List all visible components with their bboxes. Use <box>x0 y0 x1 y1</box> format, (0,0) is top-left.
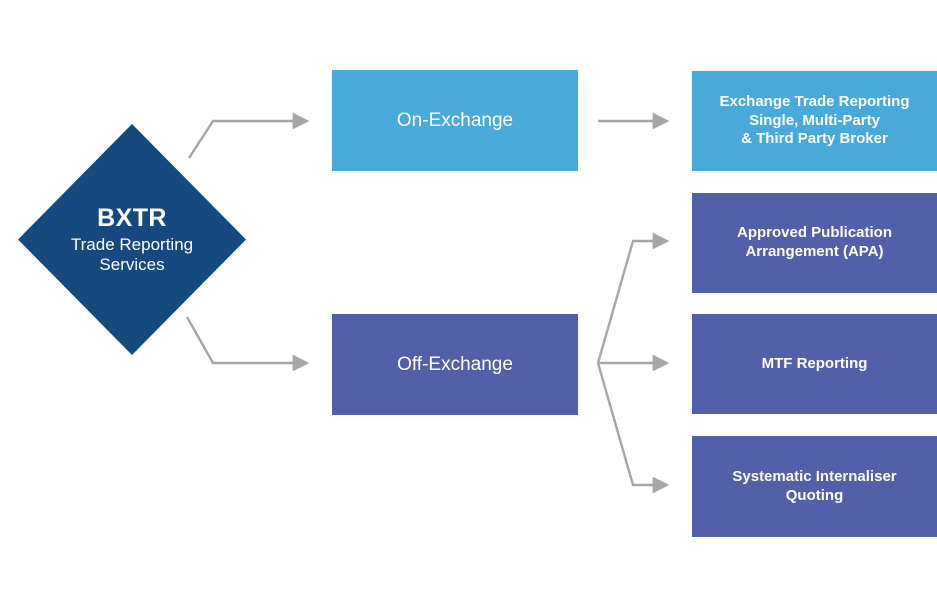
node-apa-label: Approved Publication Arrangement (APA) <box>736 224 892 260</box>
node-on-exchange[interactable]: On-Exchange <box>332 70 578 171</box>
root-title: BXTR <box>97 204 167 233</box>
node-on-exchange-label: On-Exchange <box>396 109 514 131</box>
root-subtitle-line2: Services <box>99 254 165 274</box>
node-off-exchange-label: Off-Exchange <box>397 353 513 375</box>
node-mtf[interactable]: MTF Reporting <box>692 314 937 414</box>
node-off-exchange[interactable]: Off-Exchange <box>332 314 578 415</box>
node-si[interactable]: Systematic Internaliser Quoting <box>692 436 937 537</box>
node-apa[interactable]: Approved Publication Arrangement (APA) <box>692 193 937 293</box>
node-exchange-trade-reporting[interactable]: Exchange Trade Reporting Single, Multi-P… <box>692 71 937 171</box>
connector-off-exchange-to-si <box>596 362 670 494</box>
node-bxtr-root[interactable]: BXTR Trade Reporting Services <box>18 124 246 355</box>
diamond-text-block: BXTR Trade Reporting Services <box>18 124 246 355</box>
node-si-label: Systematic Internaliser Quoting <box>732 467 897 504</box>
root-subtitle-line1: Trade Reporting <box>70 234 194 254</box>
node-exchange-trade-reporting-label: Exchange Trade Reporting Single, Multi-P… <box>719 92 910 148</box>
node-mtf-label: MTF Reporting <box>761 354 868 372</box>
connector-off-exchange-to-apa <box>596 232 670 364</box>
